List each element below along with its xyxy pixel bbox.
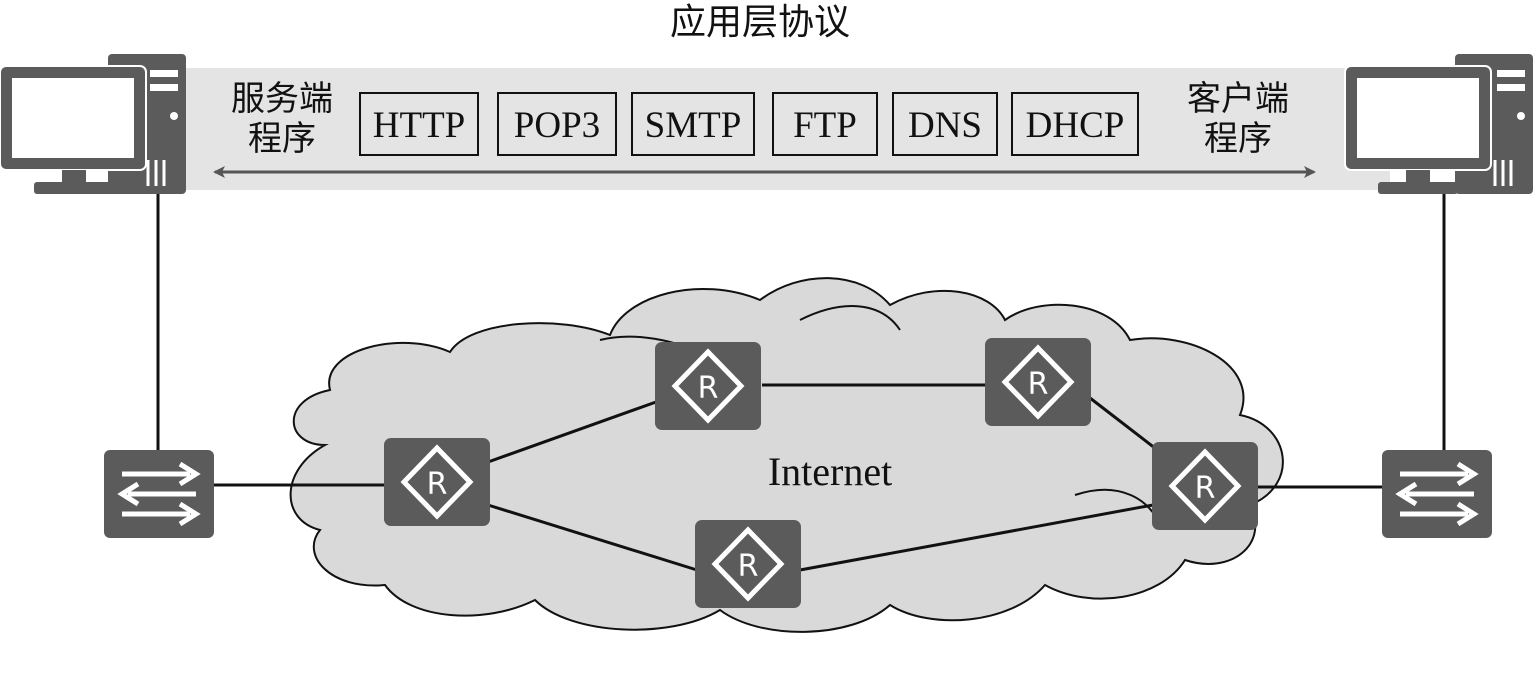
client-program-label-line1: 客户端 — [1187, 79, 1289, 119]
router-label: R — [698, 371, 719, 406]
protocol-label: FTP — [793, 105, 857, 146]
router-icon: R — [985, 338, 1091, 426]
protocol-box-http: HTTP — [359, 92, 479, 156]
protocol-box-dhcp: DHCP — [1011, 92, 1139, 156]
server-program-label-line2: 程序 — [248, 119, 316, 159]
left-switch-icon — [104, 450, 214, 538]
client-computer-icon — [1344, 54, 1533, 194]
protocol-box-pop3: POP3 — [497, 92, 617, 156]
link-router-1-router-2 — [487, 400, 657, 464]
protocol-label: DNS — [908, 105, 982, 146]
link-router-3-router-4 — [1089, 396, 1161, 454]
router-icon: R — [384, 438, 490, 526]
protocol-label: HTTP — [373, 105, 466, 146]
protocol-label: POP3 — [514, 105, 600, 146]
link-router-1-router-5 — [487, 503, 698, 572]
link-router-5-router-4 — [799, 503, 1154, 572]
router-icon: R — [655, 342, 761, 430]
protocol-box-smtp: SMTP — [631, 92, 755, 156]
cloud-contour — [799, 305, 901, 331]
router-label: R — [1028, 367, 1049, 402]
server-computer-icon — [0, 54, 186, 194]
right-switch-icon — [1382, 450, 1492, 538]
router-label: R — [738, 549, 759, 584]
router-label: R — [427, 467, 448, 502]
router-icon: R — [695, 520, 801, 608]
internet-label: Internet — [768, 449, 892, 494]
server-program-label-line1: 服务端 — [231, 79, 333, 119]
router-label: R — [1195, 471, 1216, 506]
protocol-label: SMTP — [645, 105, 742, 146]
diagram-title: 应用层协议 — [670, 2, 850, 43]
router-icon: R — [1152, 442, 1258, 530]
protocol-label: DHCP — [1026, 105, 1125, 146]
client-program-label-line2: 程序 — [1204, 119, 1272, 159]
protocol-box-dns: DNS — [892, 92, 998, 156]
protocol-box-ftp: FTP — [772, 92, 878, 156]
